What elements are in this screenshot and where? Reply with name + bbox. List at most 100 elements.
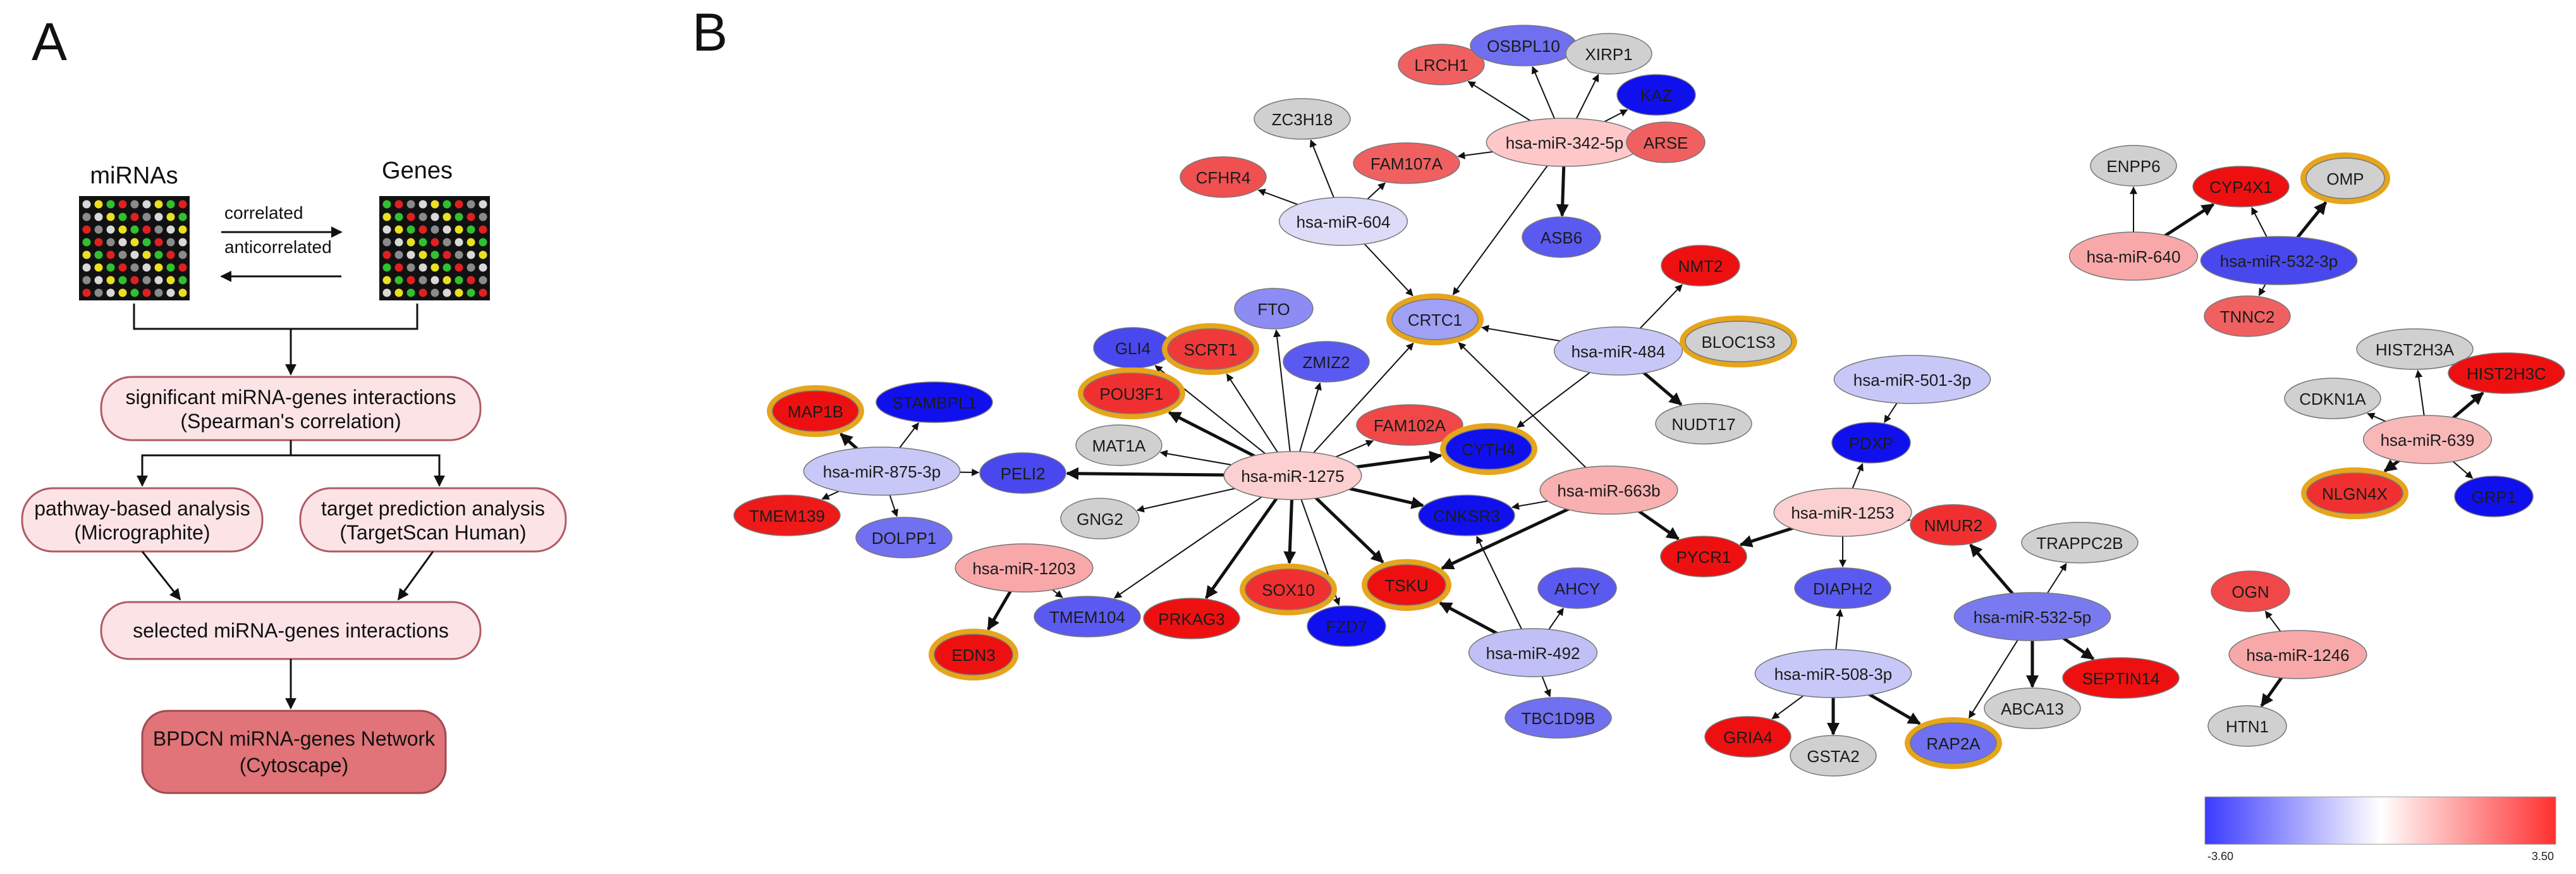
matrix-cell xyxy=(82,250,91,259)
node-ellipse xyxy=(1910,504,1997,546)
node-tmem139[interactable]: TMEM139 xyxy=(733,495,841,536)
node-mir1246[interactable]: hsa-miR-1246 xyxy=(2228,630,2367,679)
node-septin14[interactable]: SEPTIN14 xyxy=(2062,657,2180,699)
node-mir508[interactable]: hsa-miR-508-3p xyxy=(1754,649,1912,698)
node-dolpp1[interactable]: DOLPP1 xyxy=(855,517,953,558)
node-zmiz2[interactable]: ZMIZ2 xyxy=(1283,341,1370,383)
node-ahcy[interactable]: AHCY xyxy=(1537,567,1617,609)
node-fzd7[interactable]: FZD7 xyxy=(1307,605,1386,647)
matrix-cell xyxy=(430,276,439,285)
node-tsku[interactable]: TSKU xyxy=(1362,559,1451,611)
node-osbpl10[interactable]: OSBPL10 xyxy=(1470,25,1577,66)
node-peli2[interactable]: PELI2 xyxy=(979,452,1066,494)
node-mir532_3p[interactable]: hsa-miR-532-3p xyxy=(2200,236,2358,285)
matrix-cell xyxy=(479,276,487,285)
node-fam107a[interactable]: FAM107A xyxy=(1353,142,1460,184)
node-mir640[interactable]: hsa-miR-640 xyxy=(2068,231,2199,281)
node-mat1a[interactable]: MAT1A xyxy=(1075,424,1163,466)
node-ogn[interactable]: OGN xyxy=(2211,570,2290,612)
node-label: HIST2H3A xyxy=(2376,340,2455,359)
node-cyth4[interactable]: CYTH4 xyxy=(1440,423,1537,475)
matrix-cell xyxy=(394,288,403,297)
node-label: DOLPP1 xyxy=(872,529,937,548)
node-mir663b[interactable]: hsa-miR-663b xyxy=(1539,465,1678,515)
node-kaz[interactable]: KAZ xyxy=(1616,74,1696,116)
node-fam102a[interactable]: FAM102A xyxy=(1356,404,1463,446)
node-gli4[interactable]: GLI4 xyxy=(1093,327,1173,369)
node-cyp4x1[interactable]: CYP4X1 xyxy=(2192,166,2290,207)
node-nlgn4x[interactable]: NLGN4X xyxy=(2301,467,2408,519)
node-sox10[interactable]: SOX10 xyxy=(1240,563,1337,615)
node-arse[interactable]: ARSE xyxy=(1626,121,1706,163)
node-cnksr3[interactable]: CNKSR3 xyxy=(1418,495,1515,536)
node-ellipse xyxy=(876,381,993,423)
node-nmt2[interactable]: NMT2 xyxy=(1661,245,1740,286)
edge-mir342-crtc1 xyxy=(1452,142,1565,295)
node-tbc1d9b[interactable]: TBC1D9B xyxy=(1505,697,1612,739)
node-ellipse xyxy=(1180,156,1267,198)
node-htn1[interactable]: HTN1 xyxy=(2207,705,2287,747)
node-label: FTO xyxy=(1257,300,1290,319)
node-mir639[interactable]: hsa-miR-639 xyxy=(2362,415,2493,464)
node-label: TRAPPC2B xyxy=(2036,534,2123,553)
node-crtc1[interactable]: CRTC1 xyxy=(1386,293,1484,345)
node-mir484[interactable]: hsa-miR-484 xyxy=(1553,326,1683,376)
panel-a-workflow: A miRNAs Genes correlated anticorrelated… xyxy=(21,12,567,794)
node-scrt1[interactable]: SCRT1 xyxy=(1162,323,1259,375)
node-pdxp[interactable]: PDXP xyxy=(1831,422,1911,464)
node-mir875[interactable]: hsa-miR-875-3p xyxy=(803,446,961,496)
node-gng2[interactable]: GNG2 xyxy=(1060,498,1140,539)
node-hist2h3c[interactable]: HIST2H3C xyxy=(2448,352,2565,394)
node-fto[interactable]: FTO xyxy=(1234,288,1314,329)
node-gsta2[interactable]: GSTA2 xyxy=(1790,735,1877,777)
node-tmem104[interactable]: TMEM104 xyxy=(1034,596,1141,637)
node-mir1253[interactable]: hsa-miR-1253 xyxy=(1773,488,1912,537)
node-ellipse xyxy=(1953,592,2111,641)
node-nmur2[interactable]: NMUR2 xyxy=(1910,504,1997,546)
node-stambpl1[interactable]: STAMBPL1 xyxy=(876,381,993,423)
node-enpp6[interactable]: ENPP6 xyxy=(2090,145,2177,187)
node-ellipse xyxy=(1278,197,1408,246)
node-rap2a[interactable]: RAP2A xyxy=(1905,717,2002,769)
node-abca13[interactable]: ABCA13 xyxy=(1984,687,2081,729)
node-mir492[interactable]: hsa-miR-492 xyxy=(1468,628,1598,677)
node-xirp1[interactable]: XIRP1 xyxy=(1565,33,1652,75)
node-mir1203[interactable]: hsa-miR-1203 xyxy=(955,543,1094,593)
node-cdkn1a[interactable]: CDKN1A xyxy=(2284,378,2381,419)
node-edn3[interactable]: EDN3 xyxy=(929,629,1018,680)
matrix-cell xyxy=(94,238,103,247)
matrix-cell xyxy=(455,200,463,209)
node-label: hsa-miR-663b xyxy=(1557,481,1660,500)
node-label: PDXP xyxy=(1849,434,1894,453)
node-pou3f1[interactable]: POU3F1 xyxy=(1078,367,1185,419)
node-tnnc2[interactable]: TNNC2 xyxy=(2204,295,2291,337)
node-mir1275[interactable]: hsa-miR-1275 xyxy=(1223,451,1362,500)
node-mir604[interactable]: hsa-miR-604 xyxy=(1278,197,1408,246)
matrix-connector xyxy=(133,304,418,330)
node-trappc2b[interactable]: TRAPPC2B xyxy=(2021,522,2139,563)
node-mir342[interactable]: hsa-miR-342-5p xyxy=(1486,118,1644,167)
matrix-cell xyxy=(479,263,487,272)
node-map1b[interactable]: MAP1B xyxy=(767,385,864,437)
node-label: ARSE xyxy=(1644,133,1688,152)
node-prkag3[interactable]: PRKAG3 xyxy=(1143,598,1240,639)
node-lrch1[interactable]: LRCH1 xyxy=(1398,44,1485,85)
node-mir5013p[interactable]: hsa-miR-501-3p xyxy=(1833,355,1991,404)
matrix-cell xyxy=(394,250,403,259)
node-gria4[interactable]: GRIA4 xyxy=(1704,716,1792,758)
node-zc3h18[interactable]: ZC3H18 xyxy=(1254,98,1351,140)
node-nudt17[interactable]: NUDT17 xyxy=(1655,403,1752,445)
panel-b-letter: B xyxy=(692,3,728,62)
node-bloc1s3[interactable]: BLOC1S3 xyxy=(1680,316,1797,367)
node-omp[interactable]: OMP xyxy=(2300,152,2390,204)
node-diaph2[interactable]: DIAPH2 xyxy=(1794,567,1891,609)
node-mir532_5p[interactable]: hsa-miR-532-5p xyxy=(1953,592,2111,641)
node-grip1[interactable]: GRP1 xyxy=(2454,476,2534,517)
node-ellipse xyxy=(1833,355,1991,404)
node-hist2h3a[interactable]: HIST2H3A xyxy=(2356,328,2474,370)
node-cfhr4[interactable]: CFHR4 xyxy=(1180,156,1267,198)
node-label: OMP xyxy=(2326,169,2364,188)
node-asb6[interactable]: ASB6 xyxy=(1522,216,1601,258)
node-pycr1[interactable]: PYCR1 xyxy=(1660,536,1747,577)
